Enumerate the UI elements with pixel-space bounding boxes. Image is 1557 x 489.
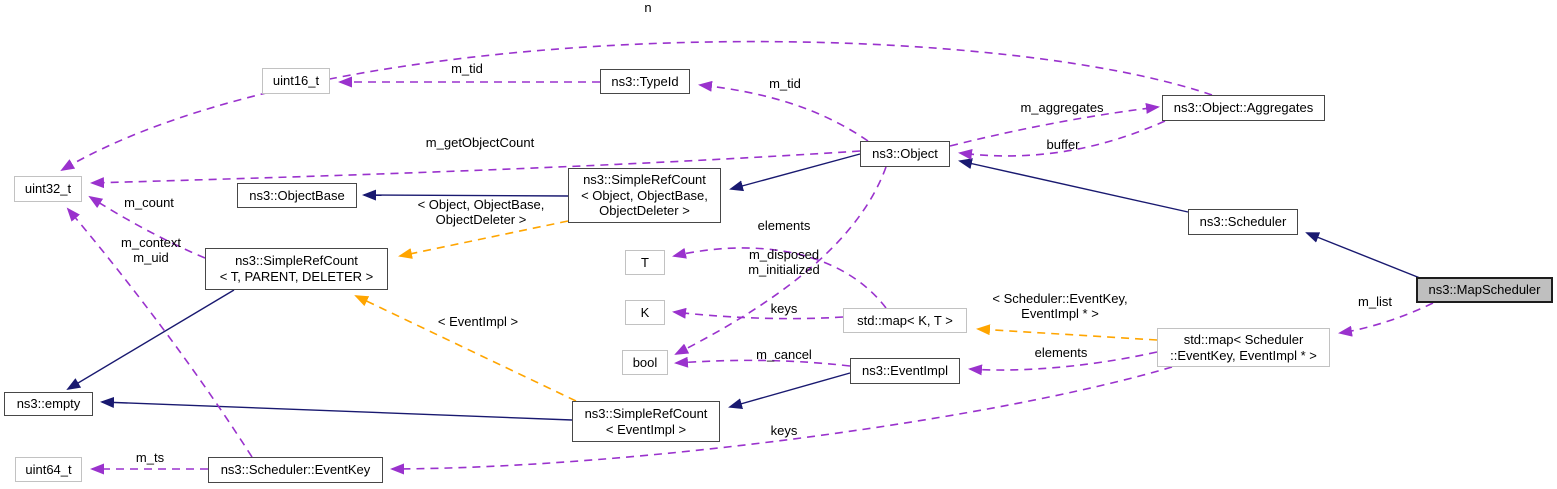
- edge-simplerefcount-object-to-template: [398, 220, 569, 259]
- edge-scheduler-to-object: [958, 158, 1189, 213]
- edge-mapeventkey-to-eventimpl-elements: [968, 351, 1158, 376]
- edge-eventimpl-to-simplerefcount-eventimpl: [728, 372, 851, 410]
- edge-object-to-typeid: [698, 80, 869, 142]
- edge-label-m_disposed: m_disposed m_initialized: [748, 247, 820, 277]
- node-simplerefcount-template[interactable]: ns3::SimpleRefCount < T, PARENT, DELETER…: [205, 248, 388, 290]
- edge-label-template-eventimpl-args: < EventImpl >: [437, 314, 519, 329]
- node-uint32_t: uint32_t: [14, 176, 82, 202]
- edge-label-m_tid-left: m_tid: [451, 61, 483, 76]
- node-k: K: [625, 300, 665, 325]
- edge-object-to-aggregates: [949, 102, 1160, 147]
- node-typeid[interactable]: ns3::TypeId: [600, 69, 690, 94]
- node-simplerefcount-object[interactable]: ns3::SimpleRefCount < Object, ObjectBase…: [568, 168, 721, 223]
- edge-eventimpl-to-bool-cancel: [674, 356, 851, 368]
- edge-label-keys-eventkey: keys: [770, 423, 798, 438]
- edge-simplerefcount-eventimpl-to-template: [354, 295, 577, 402]
- edge-simplerefcount-template-to-empty: [66, 289, 235, 391]
- node-t: T: [625, 250, 665, 275]
- edge-label-m_aggregates: m_aggregates: [1020, 100, 1104, 115]
- edge-mapkt-to-t-elements: [672, 247, 887, 309]
- edge-label-elements-t: elements: [757, 218, 811, 233]
- node-bool: bool: [622, 350, 668, 375]
- node-std-map-kt: std::map< K, T >: [843, 308, 967, 333]
- usage-edges: [60, 40, 1434, 475]
- node-simplerefcount-eventimpl[interactable]: ns3::SimpleRefCount < EventImpl >: [572, 401, 720, 442]
- edge-mapeventkey-to-eventkey-keys: [390, 366, 1173, 475]
- edge-label-keys-k: keys: [770, 301, 798, 316]
- node-object[interactable]: ns3::Object: [860, 141, 950, 167]
- edge-label-m_getObjectCount: m_getObjectCount: [425, 135, 535, 150]
- edge-label-m_cancel: m_cancel: [756, 347, 812, 362]
- node-objectbase[interactable]: ns3::ObjectBase: [237, 183, 357, 208]
- node-uint64_t: uint64_t: [15, 457, 82, 482]
- edge-label-m_context-m_uid: m_context m_uid: [121, 235, 181, 265]
- edge-label-m_ts: m_ts: [135, 450, 165, 465]
- node-aggregates[interactable]: ns3::Object::Aggregates: [1162, 95, 1325, 121]
- edge-label-template-object-args: < Object, ObjectBase, ObjectDeleter >: [417, 197, 545, 227]
- edge-label-elements-eventimpl: elements: [1034, 345, 1088, 360]
- edge-mapeventkey-to-mapkt-template: [976, 324, 1158, 341]
- edge-simplerefcount-eventimpl-to-empty: [100, 396, 573, 421]
- node-scheduler[interactable]: ns3::Scheduler: [1188, 209, 1298, 235]
- edge-label-m_tid-right: m_tid: [769, 76, 801, 91]
- edge-eventkey-to-uint32-context-uid: [66, 207, 253, 458]
- edge-label-m_count: m_count: [124, 195, 174, 210]
- edge-simplerefcount-template-to-uint32-count: [88, 195, 206, 259]
- edge-object-to-uint32-getobjectcount: [90, 150, 861, 189]
- edge-aggregates-to-object-buffer: [958, 120, 1166, 160]
- node-empty[interactable]: ns3::empty: [4, 392, 93, 416]
- edge-label-m_list: m_list: [1358, 294, 1392, 309]
- template-edges: [354, 220, 1158, 402]
- node-std-map-eventkey: std::map< Scheduler ::EventKey, EventImp…: [1157, 328, 1330, 367]
- edge-mapscheduler-to-mapeventkey-mlist: [1338, 302, 1434, 337]
- inheritance-edges: [66, 153, 1421, 421]
- edge-mapscheduler-to-scheduler: [1305, 232, 1421, 279]
- edge-label-template-eventkey-args: < Scheduler::EventKey, EventImpl * >: [992, 291, 1128, 321]
- edge-object-to-bool-disposed: [674, 166, 887, 355]
- node-eventkey[interactable]: ns3::Scheduler::EventKey: [208, 457, 383, 483]
- edge-aggregates-to-uint32-n: [60, 40, 1213, 172]
- node-uint16_t: uint16_t: [262, 68, 330, 94]
- node-eventimpl[interactable]: ns3::EventImpl: [850, 358, 960, 384]
- node-mapscheduler: ns3::MapScheduler: [1416, 277, 1553, 303]
- edge-label-n: n: [644, 0, 652, 15]
- edge-mapkt-to-k-keys: [672, 307, 844, 320]
- edge-label-buffer: buffer: [1046, 137, 1080, 152]
- edge-object-to-simplerefcount-object: [729, 153, 861, 192]
- edge-simplerefcount-object-to-objectbase: [362, 189, 569, 201]
